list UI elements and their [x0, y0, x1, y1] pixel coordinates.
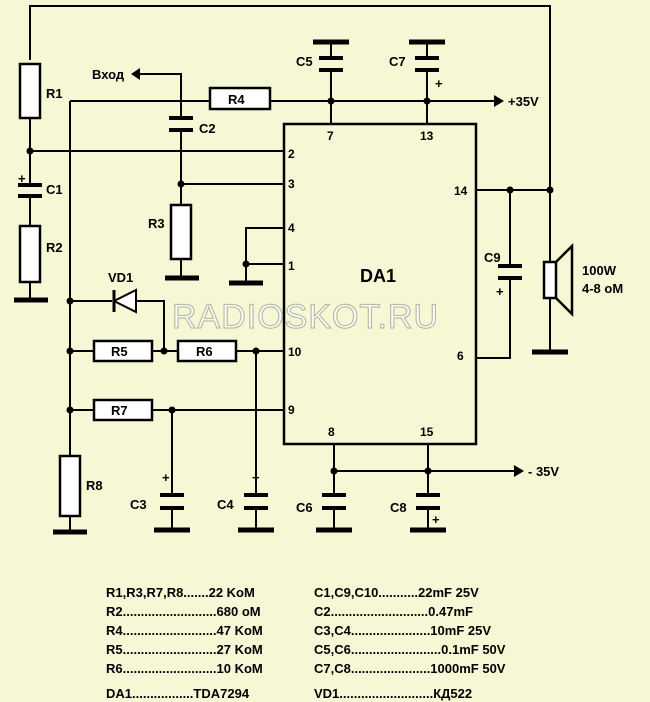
wire-pin4-gnd [245, 227, 284, 283]
bom-item: C3,C4......................10mF 25V [314, 623, 491, 638]
resistor-r1 [18, 62, 42, 120]
bom-item: C5,C6.........................0.1mF 50V [314, 642, 506, 657]
bom-item: C2...........................0.47mF [314, 604, 473, 619]
vneg-label: - 35V [528, 464, 559, 479]
pin-10-label: 10 [288, 345, 302, 359]
resistor-r3 [169, 203, 193, 261]
capacitor-c6 [322, 493, 346, 510]
vneg-arrow-icon [514, 465, 524, 477]
c8-label: C8 [390, 500, 407, 515]
bom-item: VD1..........................КД522 [314, 686, 472, 701]
junction-node [242, 260, 250, 268]
c5-label: C5 [296, 54, 313, 69]
junction-node [424, 467, 432, 475]
c3-plus: + [162, 470, 170, 485]
bom-item: R1,R3,R7,R8.......22 KoM [106, 585, 255, 600]
pin-2-label: 2 [288, 147, 295, 161]
r7-label: R7 [111, 403, 128, 418]
bom-item: C1,C9,C10...........22mF 25V [314, 585, 479, 600]
wire-input [140, 73, 182, 118]
watermark: RADIOSKOT.RU [172, 298, 439, 336]
wire-top-loop [29, 5, 551, 190]
speaker-cone-icon [555, 242, 574, 318]
r3-label: R3 [148, 216, 165, 231]
capacitor-c2 [169, 116, 193, 132]
r4-label: R4 [228, 92, 245, 107]
ic-da1-label: DA1 [360, 266, 396, 286]
bom-item: R2..........................680 oM [106, 604, 261, 619]
ic-da1-body [282, 122, 478, 446]
pin-13-label: 13 [420, 129, 434, 143]
input-arrow-icon [131, 68, 140, 80]
c2-label: C2 [199, 121, 216, 136]
wire-pin6 [476, 278, 511, 359]
bom-item: R4..........................47 KoM [106, 623, 263, 638]
pin-1-label: 1 [288, 259, 295, 273]
diode-vd1 [111, 288, 137, 314]
pin-3-label: 3 [288, 177, 295, 191]
speaker-power-label: 100W [582, 263, 617, 278]
capacitor-c8 [416, 493, 440, 510]
c9-plus: + [496, 284, 504, 299]
bom-right-column: C1,C9,C10...........22mF 25V C2.........… [314, 585, 506, 701]
junction-node [160, 347, 168, 355]
resistor-r4 [208, 86, 272, 111]
pin-6-label: 6 [457, 349, 464, 363]
pin-14-label: 14 [454, 184, 468, 198]
junction-node [330, 467, 338, 475]
capacitor-c4 [244, 493, 268, 510]
capacitor-c3 [160, 493, 184, 510]
c1-label: C1 [46, 182, 63, 197]
capacitor-c5 [319, 56, 343, 72]
resistor-r2 [18, 224, 42, 284]
r6-label: R6 [196, 344, 213, 359]
pin-4-label: 4 [288, 221, 295, 235]
c4-plus: + [252, 470, 260, 485]
c6-label: C6 [296, 500, 313, 515]
c4-label: C4 [217, 497, 234, 512]
vd1-label: VD1 [108, 270, 133, 285]
bom-left-column: R1,R3,R7,R8.......22 KoM R2.............… [106, 585, 263, 701]
r8-label: R8 [86, 478, 103, 493]
speaker-icon [542, 260, 558, 300]
resistor-r8 [58, 454, 82, 518]
wire-vd1-right [136, 300, 165, 351]
c7-plus: + [435, 76, 443, 91]
vpos-arrow-icon [494, 95, 504, 107]
capacitor-c7 [415, 56, 439, 72]
pin-7-label: 7 [327, 129, 334, 143]
capacitor-c9 [498, 264, 522, 280]
bom-item: DA1.................TDA7294 [106, 686, 250, 701]
c8-plus: + [432, 512, 440, 527]
c7-label: C7 [389, 54, 406, 69]
pin-9-label: 9 [288, 403, 295, 417]
speaker-impedance-label: 4-8 оМ [582, 281, 623, 296]
input-label: Вход [92, 67, 125, 82]
c3-label: C3 [130, 497, 147, 512]
bom-item: C7,C8......................1000mF 50V [314, 661, 506, 676]
bom-item: R5..........................27 KoM [106, 642, 263, 657]
r1-label: R1 [46, 86, 63, 101]
c1-plus: + [18, 171, 26, 186]
capacitor-c1 [18, 183, 42, 198]
r5-label: R5 [111, 344, 128, 359]
pin-15-label: 15 [420, 425, 434, 439]
c9-label: C9 [484, 250, 501, 265]
pin-8-label: 8 [328, 425, 335, 439]
r2-label: R2 [46, 240, 63, 255]
bom-item: R6..........................10 KoM [106, 661, 263, 676]
vpos-label: +35V [508, 94, 539, 109]
